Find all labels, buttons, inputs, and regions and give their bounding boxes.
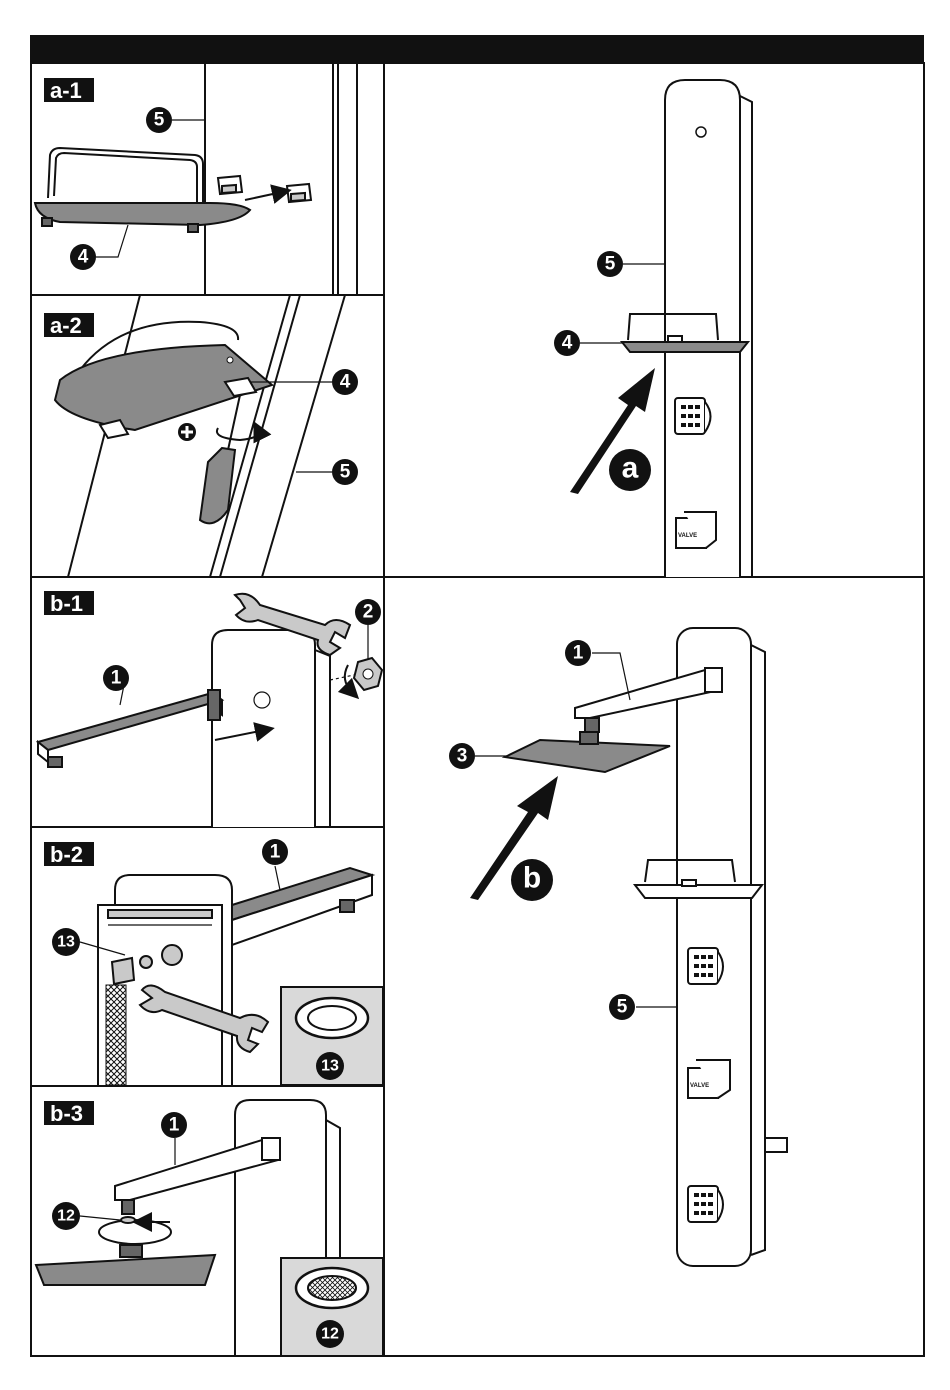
svg-text:1: 1 xyxy=(111,668,122,689)
plus-icon xyxy=(178,423,196,441)
panel-b2: b-2 13 1 13 xyxy=(44,839,383,1086)
panel-a-main: VALVE 5 4 a xyxy=(554,80,752,577)
svg-text:b-3: b-3 xyxy=(50,1101,83,1126)
svg-text:13: 13 xyxy=(57,934,75,951)
svg-text:VALVE: VALVE xyxy=(690,1083,709,1089)
svg-text:4: 4 xyxy=(78,247,89,268)
svg-text:12: 12 xyxy=(57,1208,75,1225)
svg-text:b-1: b-1 xyxy=(50,591,83,616)
svg-text:a: a xyxy=(622,452,639,485)
panel-a1: a-1 5 4 xyxy=(35,63,357,295)
svg-text:3: 3 xyxy=(457,746,468,767)
svg-text:12: 12 xyxy=(321,1326,339,1343)
svg-text:5: 5 xyxy=(617,997,628,1018)
washer-icon xyxy=(296,998,368,1038)
panel-a2: a-2 4 5 xyxy=(44,295,358,577)
svg-text:1: 1 xyxy=(270,842,281,863)
svg-text:5: 5 xyxy=(605,254,616,275)
svg-text:b-2: b-2 xyxy=(50,842,83,867)
svg-text:13: 13 xyxy=(321,1058,339,1075)
svg-text:4: 4 xyxy=(340,372,351,393)
svg-text:2: 2 xyxy=(363,602,374,623)
svg-text:1: 1 xyxy=(169,1115,180,1136)
svg-text:5: 5 xyxy=(154,110,165,131)
step-label: a-1 xyxy=(50,78,82,103)
svg-text:b: b xyxy=(523,862,541,895)
screwdriver-icon xyxy=(200,395,240,523)
svg-text:a-2: a-2 xyxy=(50,313,82,338)
svg-text:4: 4 xyxy=(562,333,573,354)
svg-text:VALVE: VALVE xyxy=(678,533,697,539)
svg-text:5: 5 xyxy=(340,462,351,483)
panel-b-main: VALVE 1 3 5 b xyxy=(449,628,787,1266)
svg-text:1: 1 xyxy=(573,643,584,664)
panel-b1: b-1 1 2 xyxy=(38,591,382,827)
header-bar xyxy=(30,35,924,63)
panel-b3: b-3 12 1 12 xyxy=(36,1100,383,1356)
